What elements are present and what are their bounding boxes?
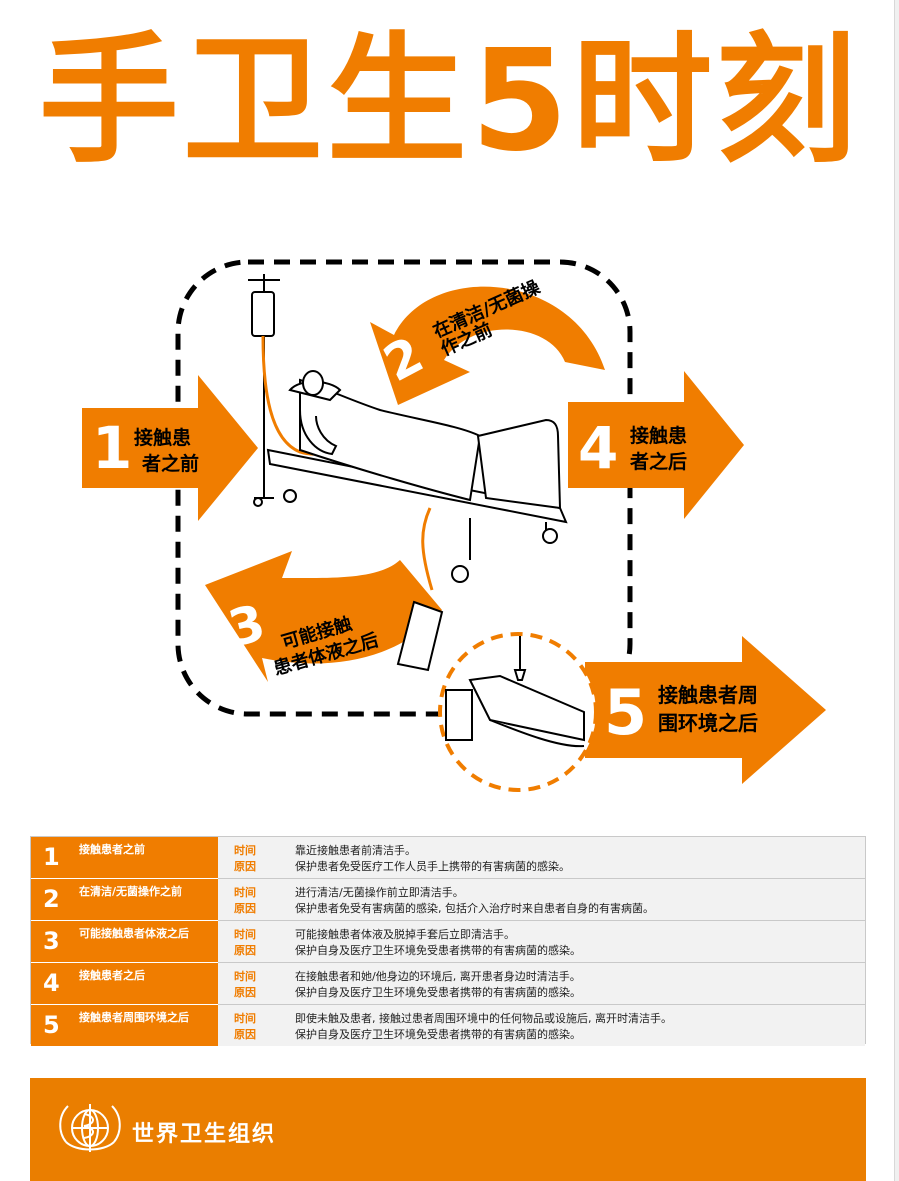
footer-bar: 世界卫生组织 (30, 1078, 866, 1181)
moment-5-number: 5 (604, 676, 647, 749)
who-org-name: 世界卫生组织 (132, 1122, 277, 1147)
row-number: 1 (43, 843, 60, 871)
table-row: 3 可能接触患者体液之后 时间 可能接触患者体液及脱掉手套后立即清洁手。 原因 … (31, 921, 865, 962)
table-row: 1 接触患者之前 时间 靠近接触患者前清洁手。 原因 保护患者免受医疗工作人员手… (31, 837, 865, 878)
moment-1-label-line1: 接触患 (134, 426, 191, 449)
when-text: 可能接触患者体液及脱掉手套后立即清洁手。 (295, 928, 515, 941)
moment-4-label-line2: 者之后 (630, 450, 687, 473)
moments-table: 1 接触患者之前 时间 靠近接触患者前清洁手。 原因 保护患者免受医疗工作人员手… (30, 836, 866, 1046)
moment-1-label-line2: 者之前 (142, 452, 199, 475)
moment-4-label-line1: 接触患 (630, 424, 687, 447)
row-label: 接触患者周围环境之后 (79, 1011, 189, 1024)
moment-1-arrow (82, 375, 258, 521)
who-emblem-icon (59, 1104, 121, 1152)
when-text: 靠近接触患者前清洁手。 (295, 844, 416, 857)
row-number: 5 (43, 1011, 60, 1039)
row-label: 接触患者之后 (79, 969, 145, 982)
why-text: 保护自身及医疗卫生环境免受患者携带的有害病菌的感染。 (295, 1028, 581, 1041)
row-divider (218, 878, 865, 879)
moment-5-label-line1: 接触患者周 (658, 683, 758, 707)
when-label: 时间 (234, 928, 256, 941)
patient-bed-illustration (266, 370, 568, 591)
drainage-bag-illustration (396, 600, 444, 672)
why-label: 原因 (234, 944, 256, 957)
moment-2-arrow (370, 286, 605, 405)
moment-4-number: 4 (578, 414, 618, 482)
when-text: 在接触患者和她/他身边的环境后, 离开患者身边时清洁手。 (295, 970, 581, 983)
moment-1-number: 1 (92, 414, 132, 482)
why-text: 保护自身及医疗卫生环境免受患者携带的有害病菌的感染。 (295, 944, 581, 957)
when-label: 时间 (234, 886, 256, 899)
row-divider (218, 962, 865, 963)
why-label: 原因 (234, 986, 256, 999)
surroundings-bed-illustration (445, 636, 585, 748)
why-label: 原因 (234, 1028, 256, 1041)
when-label: 时间 (234, 844, 256, 857)
row-divider (218, 1004, 865, 1005)
when-label: 时间 (234, 1012, 256, 1025)
row-label: 接触患者之前 (79, 843, 145, 856)
row-number: 4 (43, 969, 60, 997)
why-text: 保护患者免受医疗工作人员手上携带的有害病菌的感染。 (295, 860, 570, 873)
why-text: 保护患者免受有害病菌的感染, 包括介入治疗时来自患者自身的有害病菌。 (295, 902, 654, 915)
poster-title: 手卫生5时刻 (38, 20, 861, 183)
table-row: 5 接触患者周围环境之后 时间 即使未触及患者, 接触过患者周围环境中的任何物品… (31, 1005, 865, 1046)
table-row: 4 接触患者之后 时间 在接触患者和她/他身边的环境后, 离开患者身边时清洁手。… (31, 963, 865, 1004)
when-label: 时间 (234, 970, 256, 983)
moment-3-arrow (205, 551, 442, 682)
why-text: 保护自身及医疗卫生环境免受患者携带的有害病菌的感染。 (295, 986, 581, 999)
row-label: 可能接触患者体液之后 (79, 927, 189, 940)
row-number: 3 (43, 927, 60, 955)
moment-5-arrow (585, 636, 826, 784)
row-label: 在清洁/无菌操作之前 (79, 885, 183, 898)
why-label: 原因 (234, 902, 256, 915)
why-label: 原因 (234, 860, 256, 873)
moment-4-arrow (568, 371, 744, 519)
five-moments-diagram: 1 接触患 者之前 4 接触患 者之后 5 接触患者周 围环境之后 2 在清洁/… (82, 259, 826, 792)
table-row: 2 在清洁/无菌操作之前 时间 进行清洁/无菌操作前立即清洁手。 原因 保护患者… (31, 879, 865, 920)
moment-5-label-line2: 围环境之后 (658, 711, 758, 735)
row-divider (218, 920, 865, 921)
when-text: 即使未触及患者, 接触过患者周围环境中的任何物品或设施后, 离开时清洁手。 (295, 1012, 672, 1025)
when-text: 进行清洁/无菌操作前立即清洁手。 (295, 886, 464, 899)
row-number: 2 (43, 885, 60, 913)
page-edge (894, 0, 899, 1181)
